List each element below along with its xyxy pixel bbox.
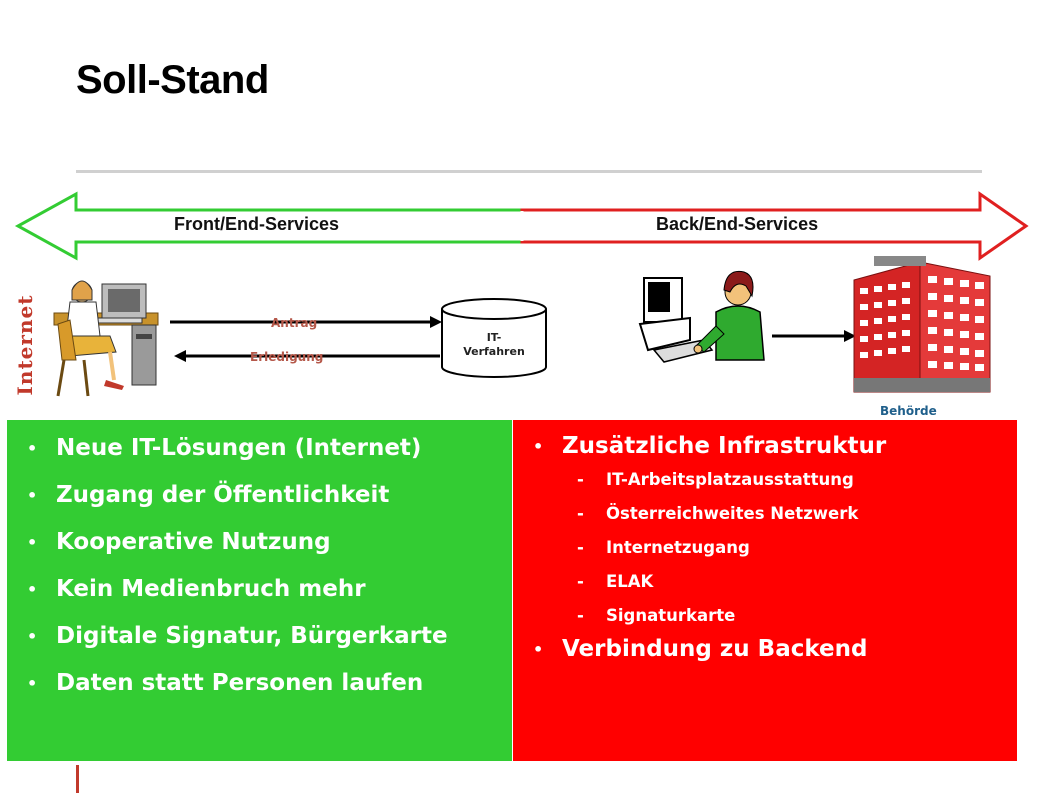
back-end-subitem: -Österreichweites Netzwerk (577, 504, 859, 523)
completion-label: Erledigung (250, 350, 324, 364)
front-end-item: •Digitale Signatur, Bürgerkarte (27, 623, 448, 649)
it-system-cylinder-icon (441, 298, 547, 378)
citizen-computer-icon (53, 280, 159, 397)
request-label: Antrag (271, 316, 318, 330)
page-title: Soll-Stand (76, 58, 269, 102)
front-end-item: •Zugang der Öffentlichkeit (27, 482, 390, 508)
back-end-subitem: -Signaturkarte (577, 606, 736, 625)
request-arrow (170, 316, 442, 328)
front-end-item: •Daten statt Personen laufen (27, 670, 424, 696)
front-end-arrow (14, 191, 524, 261)
back-end-label: Back/End-Services (656, 214, 819, 234)
back-end-panel: •Zusätzliche Infrastruktur -IT-Arbeitspl… (513, 420, 1017, 761)
internet-label: Internet (13, 294, 37, 396)
clerk-computer-icon (638, 270, 765, 363)
completion-arrow (174, 350, 440, 362)
front-end-item: •Kooperative Nutzung (27, 529, 331, 555)
front-end-label: Front/End-Services (174, 214, 340, 234)
front-end-panel: •Neue IT-Lösungen (Internet) •Zugang der… (7, 420, 512, 761)
back-end-subitem: -Internetzugang (577, 538, 750, 557)
backend-connection-arrow (772, 330, 856, 342)
back-end-subitem: -IT-Arbeitsplatzausstattung (577, 470, 854, 489)
slide-corner-mark (76, 765, 79, 793)
front-end-item: •Neue IT-Lösungen (Internet) (27, 435, 422, 461)
back-end-item: •Verbindung zu Backend (533, 636, 868, 662)
front-end-item: •Kein Medienbruch mehr (27, 576, 366, 602)
it-system-label: IT- Verfahren (463, 331, 525, 358)
authority-label: Behörde (880, 404, 937, 418)
authority-building-icon (853, 256, 991, 393)
back-end-arrow (520, 191, 1029, 261)
back-end-item: •Zusätzliche Infrastruktur (533, 433, 887, 459)
back-end-subitem: -ELAK (577, 572, 654, 591)
title-divider (76, 170, 982, 173)
